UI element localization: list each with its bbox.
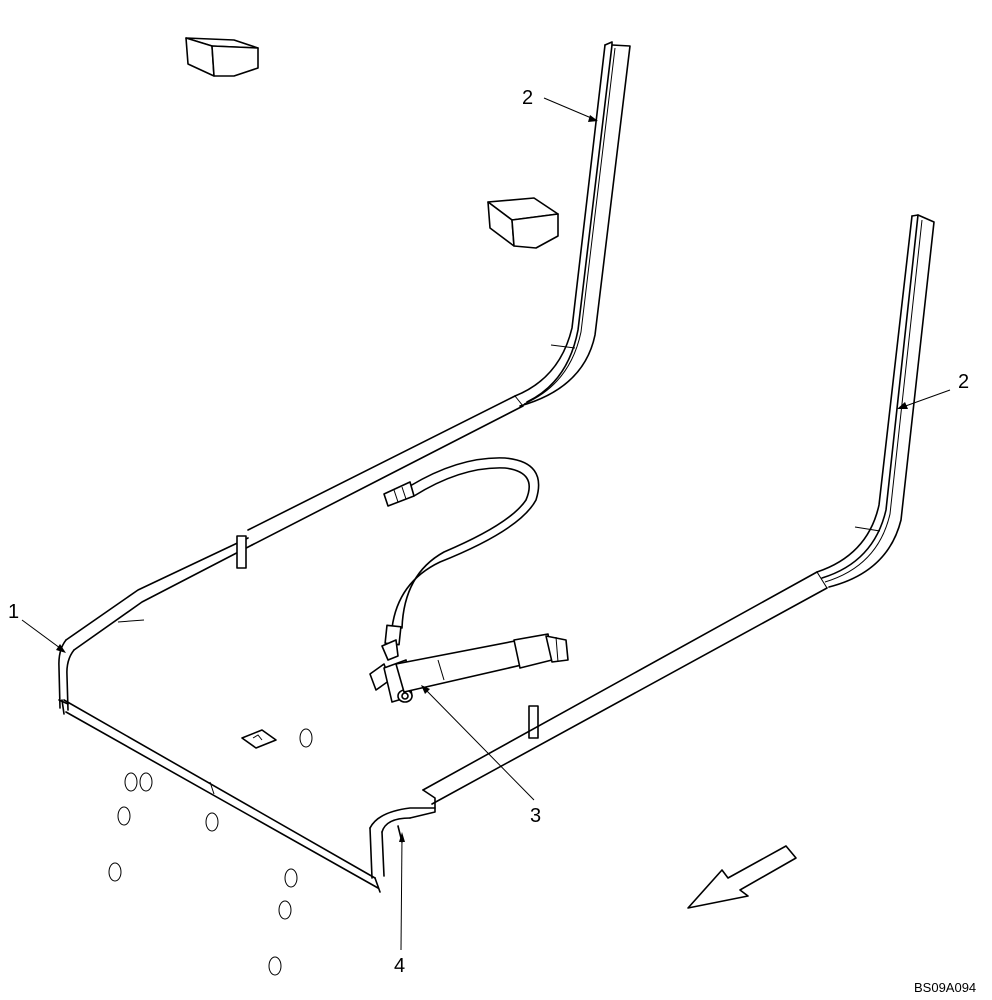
reference-code: BS09A094	[914, 980, 976, 995]
trim-strip-right	[422, 214, 935, 805]
pad-block-icon	[487, 197, 559, 249]
callout-item-4: 4	[394, 955, 405, 977]
trim-strip-upper	[65, 41, 631, 651]
post-left	[236, 535, 247, 569]
hose-assembly	[369, 457, 569, 703]
callout-item-2-right: 2	[958, 371, 969, 393]
callout-item-3: 3	[530, 805, 541, 827]
corner-piece-left	[58, 639, 75, 711]
callout-item-1: 1	[8, 601, 19, 623]
pad-block-icon	[185, 37, 259, 77]
post-right	[528, 705, 539, 739]
leader-lines	[21, 97, 951, 951]
callout-item-2-upper: 2	[522, 87, 533, 109]
corner-piece-right	[369, 789, 436, 879]
hole-icon	[108, 728, 313, 976]
floor-front-edge	[61, 699, 381, 893]
floor-clip	[241, 729, 277, 749]
front-direction-arrow-icon	[687, 845, 797, 909]
